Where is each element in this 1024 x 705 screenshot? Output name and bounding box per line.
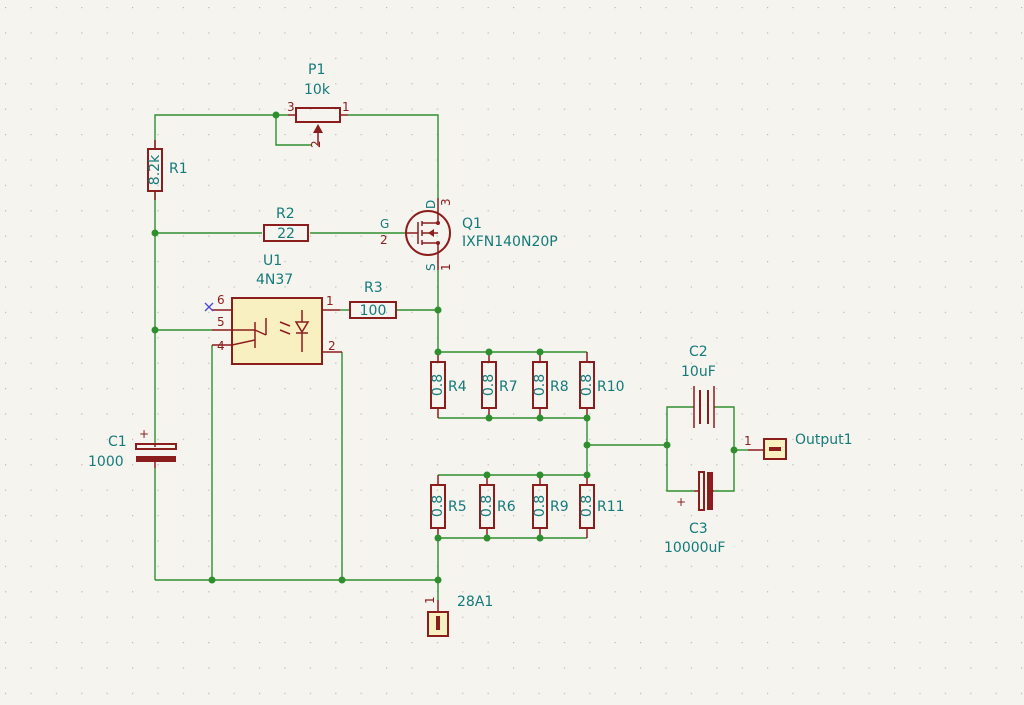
p1-value: 10k xyxy=(304,82,331,98)
c1-value: 1000 xyxy=(88,454,124,470)
28a1-ref: 28A1 xyxy=(457,594,493,610)
p1-ref: P1 xyxy=(308,62,325,78)
r5-value: 0.8 xyxy=(430,495,446,517)
c1-ref: C1 xyxy=(108,434,127,450)
u1-pin-2: 2 xyxy=(328,339,336,353)
wiper-arrow-icon xyxy=(313,124,323,133)
u1-pin-6: 6 xyxy=(217,293,225,307)
r6-value: 0.8 xyxy=(479,495,495,517)
potentiometer-p1[interactable]: P1 10k 3 1 2 xyxy=(287,62,350,148)
wire-p1-to-q1-drain xyxy=(348,114,439,198)
resistor-r4[interactable]: 0.8 R4 xyxy=(430,361,467,409)
r1-ref: R1 xyxy=(169,161,188,177)
resistor-r8[interactable]: 0.8 R8 xyxy=(532,361,569,409)
output1-pin-1: 1 xyxy=(744,434,752,448)
u1-pin-4: 4 xyxy=(217,339,225,353)
r2-value: 22 xyxy=(277,226,295,242)
resistor-r2[interactable]: 22 R2 xyxy=(263,206,309,242)
connector-output1[interactable]: 1 Output1 xyxy=(744,432,853,460)
wires xyxy=(154,114,748,600)
r10-value: 0.8 xyxy=(579,374,595,396)
28a1-pin-1: 1 xyxy=(423,596,437,604)
junctions xyxy=(151,111,738,584)
q1-pin-g: G xyxy=(380,217,389,231)
p1-pin-3: 3 xyxy=(287,100,295,114)
r7-value: 0.8 xyxy=(481,374,497,396)
resistor-r5[interactable]: 0.8 R5 xyxy=(430,484,467,529)
p1-pin-1: 1 xyxy=(342,100,350,114)
r5-ref: R5 xyxy=(448,499,467,515)
resistor-r11[interactable]: 0.8 R11 xyxy=(579,484,625,529)
u1-pin-1: 1 xyxy=(326,294,334,308)
c3-polarity: + xyxy=(676,495,686,509)
mosfet-q1[interactable]: D 3 G 2 S 1 Q1 IXFN140N20P xyxy=(380,198,558,271)
capacitor-c3[interactable]: + C3 10000uF xyxy=(664,471,725,556)
r8-ref: R8 xyxy=(550,379,569,395)
r9-value: 0.8 xyxy=(532,495,548,517)
r6-ref: R6 xyxy=(497,499,516,515)
c1-polarity: + xyxy=(139,427,149,441)
capacitor-c1[interactable]: + C1 1000 xyxy=(88,427,177,470)
optocoupler-u1[interactable]: 6 5 4 1 2 U1 4N37 xyxy=(204,253,342,365)
r9-ref: R9 xyxy=(550,499,569,515)
resistor-r6[interactable]: 0.8 R6 xyxy=(479,484,516,529)
q1-pin-s: S xyxy=(424,263,438,271)
r1-value: 8.2k xyxy=(147,154,163,185)
r2-ref: R2 xyxy=(276,206,295,222)
p1-pin-2: 2 xyxy=(309,140,323,148)
r10-ref: R10 xyxy=(597,379,625,395)
wire-p1-wiper xyxy=(275,115,312,146)
r8-value: 0.8 xyxy=(532,374,548,396)
u1-pin-5: 5 xyxy=(217,315,225,329)
q1-pin-1: 1 xyxy=(439,263,453,271)
r4-ref: R4 xyxy=(448,379,467,395)
q1-pin-3: 3 xyxy=(439,198,453,206)
c3-value: 10000uF xyxy=(664,540,725,556)
c2-ref: C2 xyxy=(689,344,708,360)
r3-ref: R3 xyxy=(364,280,383,296)
mosfet-arrow-icon xyxy=(428,229,434,237)
resistor-r10[interactable]: 0.8 R10 xyxy=(579,361,625,409)
connector-28a1[interactable]: 1 28A1 xyxy=(423,594,493,637)
q1-value: IXFN140N20P xyxy=(462,234,558,250)
resistor-r7[interactable]: 0.8 R7 xyxy=(481,361,518,409)
u1-value: 4N37 xyxy=(256,272,293,288)
capacitor-c2[interactable]: C2 10uF xyxy=(681,344,716,428)
r4-value: 0.8 xyxy=(430,374,446,396)
resistor-r3[interactable]: 100 R3 xyxy=(349,280,397,319)
r7-ref: R7 xyxy=(499,379,518,395)
q1-pin-2: 2 xyxy=(380,233,388,247)
resistor-r9[interactable]: 0.8 R9 xyxy=(532,484,569,529)
q1-pin-d: D xyxy=(424,200,438,209)
c2-value: 10uF xyxy=(681,364,716,380)
q1-ref: Q1 xyxy=(462,216,482,232)
output1-ref: Output1 xyxy=(795,432,853,448)
r11-value: 0.8 xyxy=(579,495,595,517)
c3-ref: C3 xyxy=(689,521,708,537)
u1-ref: U1 xyxy=(263,253,282,269)
resistor-r1[interactable]: 8.2k R1 xyxy=(147,140,188,200)
wire-caps-left xyxy=(666,406,694,492)
r11-ref: R11 xyxy=(597,499,625,515)
wire-r1-to-p1 xyxy=(154,114,288,149)
r3-value: 100 xyxy=(360,303,387,319)
